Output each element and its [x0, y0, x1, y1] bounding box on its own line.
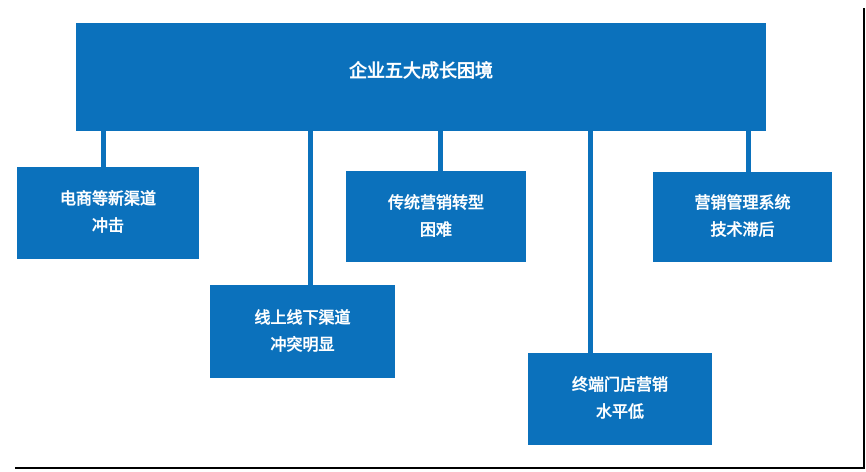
- connector-line-3: [438, 131, 443, 171]
- leaf-node-marketing-transformation: 传统营销转型 困难: [346, 171, 526, 262]
- leaf-node-label-line: 技术滞后: [710, 222, 775, 239]
- leaf-node-management-system-lag: 营销管理系统 技术滞后: [653, 172, 832, 262]
- root-node: 企业五大成长困境: [76, 23, 766, 131]
- leaf-node-label-line: 水平低: [595, 404, 644, 421]
- leaf-node-label-line: 困难: [419, 221, 452, 239]
- connector-line-2: [308, 131, 313, 285]
- leaf-node-store-marketing-level: 终端门店营销 水平低: [528, 353, 712, 445]
- root-node-label: 企业五大成长困境: [349, 61, 493, 81]
- frame-border-bottom: [15, 467, 865, 469]
- connector-line-4: [588, 131, 593, 353]
- leaf-node-label-line: 冲击: [91, 218, 124, 235]
- leaf-node-ecommerce-impact: 电商等新渠道 冲击: [17, 167, 199, 259]
- leaf-node-channel-conflict: 线上线下渠道 冲突明显: [210, 285, 395, 378]
- connector-line-5: [746, 131, 751, 172]
- connector-line-1: [101, 131, 106, 167]
- leaf-node-label-line: 电商等新渠道: [59, 191, 156, 208]
- leaf-node-label-line: 线上线下渠道: [254, 309, 351, 327]
- leaf-node-label-line: 营销管理系统: [694, 195, 791, 212]
- leaf-node-label-line: 终端门店营销: [571, 377, 668, 394]
- frame-border-right: [863, 8, 865, 469]
- leaf-node-label-line: 冲突明显: [270, 336, 335, 354]
- leaf-node-label-line: 传统营销转型: [387, 194, 484, 212]
